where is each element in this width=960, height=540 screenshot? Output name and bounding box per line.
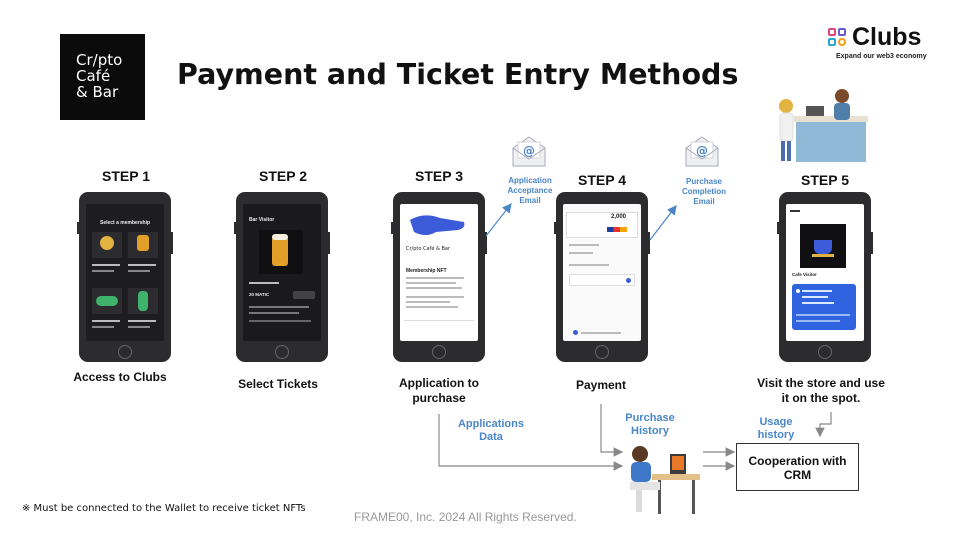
membership-nft-heading: Membership NFT [406, 268, 447, 274]
use-ticket-panel[interactable] [792, 284, 856, 330]
beer-mug-icon [259, 230, 303, 274]
step-3-description: Application to purchase [399, 376, 479, 405]
logo-line-2: Café [76, 67, 111, 85]
ticket-screen-title: Bar Visitor [249, 217, 275, 223]
purchase-button[interactable] [293, 291, 315, 299]
step-2-screen: Bar Visitor 20 MATIC [243, 204, 321, 341]
clubs-wordmark: Clubs [852, 23, 922, 51]
applications-data-label: Applications Data [457, 418, 524, 443]
step-4-label: STEP 4 [578, 172, 626, 188]
step-4-screen: 2,000 [563, 204, 641, 341]
step-1-description: Access to Clubs [73, 370, 167, 384]
secure-payment-icon [573, 330, 578, 335]
hand-logo-icon [410, 215, 465, 235]
step-1-screen: Select a membership [86, 204, 164, 341]
step-4-phone: 2,000 [554, 192, 650, 362]
ticket-name: Cafe Visitor [792, 272, 817, 277]
ticket-price: 20 MATIC [249, 292, 270, 297]
wallet-footnote: ※ Must be connected to the Wallet to rec… [22, 503, 306, 514]
step-1-phone: Select a membership [77, 192, 173, 362]
office-worker-illustration [630, 446, 700, 514]
step-5-label: STEP 5 [801, 172, 849, 188]
step-2-label: STEP 2 [259, 168, 307, 184]
step-2-description: Select Tickets [238, 377, 318, 391]
step-1-label: STEP 1 [102, 168, 150, 184]
installment-select[interactable] [569, 274, 635, 286]
membership-card[interactable] [128, 232, 158, 258]
purchase-email-label: Purchase Completion Email [682, 177, 726, 206]
step-4-description: Payment [575, 378, 627, 392]
membership-card[interactable] [92, 288, 122, 314]
membership-screen-title: Select a membership [99, 220, 151, 226]
step-5-phone: Cafe Visitor [777, 192, 873, 362]
step-5-description: Visit the store and use it on the spot. [757, 376, 885, 405]
step-3-screen: Cr/pto Café & Bar Membership NFT [400, 204, 478, 341]
step-3-label: STEP 3 [415, 168, 463, 184]
logo-line-3: & Bar [76, 83, 119, 101]
clubs-logo: Clubs Expand our web3 economy [828, 23, 938, 64]
logo-line-1: Cr/pto [76, 51, 123, 69]
store-counter-illustration [779, 89, 868, 162]
usage-history-connector [815, 412, 832, 438]
step-3-phone: Cr/pto Café & Bar Membership NFT [391, 192, 487, 362]
application-email-icon: @ [512, 136, 546, 167]
step-5-screen: Cafe Visitor [786, 204, 864, 341]
membership-card[interactable] [92, 232, 122, 258]
svg-text:@: @ [696, 144, 708, 158]
application-email-label: Application Acceptance Email [507, 176, 553, 205]
clubs-mark-icon [828, 28, 848, 48]
purchase-email-arrow [649, 205, 677, 241]
page-title: Payment and Ticket Entry Methods [177, 58, 739, 91]
crypto-cafe-logo: Cr/pto Café & Bar [60, 34, 145, 120]
purchase-history-label: Purchase History [625, 412, 675, 437]
application-form-field[interactable] [404, 320, 474, 330]
clubs-tagline: Expand our web3 economy [836, 53, 927, 60]
usage-history-label: Usage history [757, 416, 795, 441]
copyright: FRAME00, Inc. 2024 All Rights Reserved. [354, 510, 577, 524]
purchase-email-icon: @ [685, 136, 719, 167]
application-logo-text: Cr/pto Café & Bar [406, 246, 451, 252]
step-2-phone: Bar Visitor 20 MATIC [234, 192, 330, 362]
crm-box: Cooperation with CRM [736, 443, 859, 491]
coffee-cup-icon [800, 224, 846, 268]
card-brands-icon [607, 227, 627, 232]
application-email-arrow [485, 203, 512, 237]
payment-method-link[interactable] [611, 250, 635, 255]
payment-amount: 2,000 [611, 214, 627, 220]
membership-card[interactable] [128, 288, 158, 314]
svg-text:@: @ [523, 144, 535, 158]
